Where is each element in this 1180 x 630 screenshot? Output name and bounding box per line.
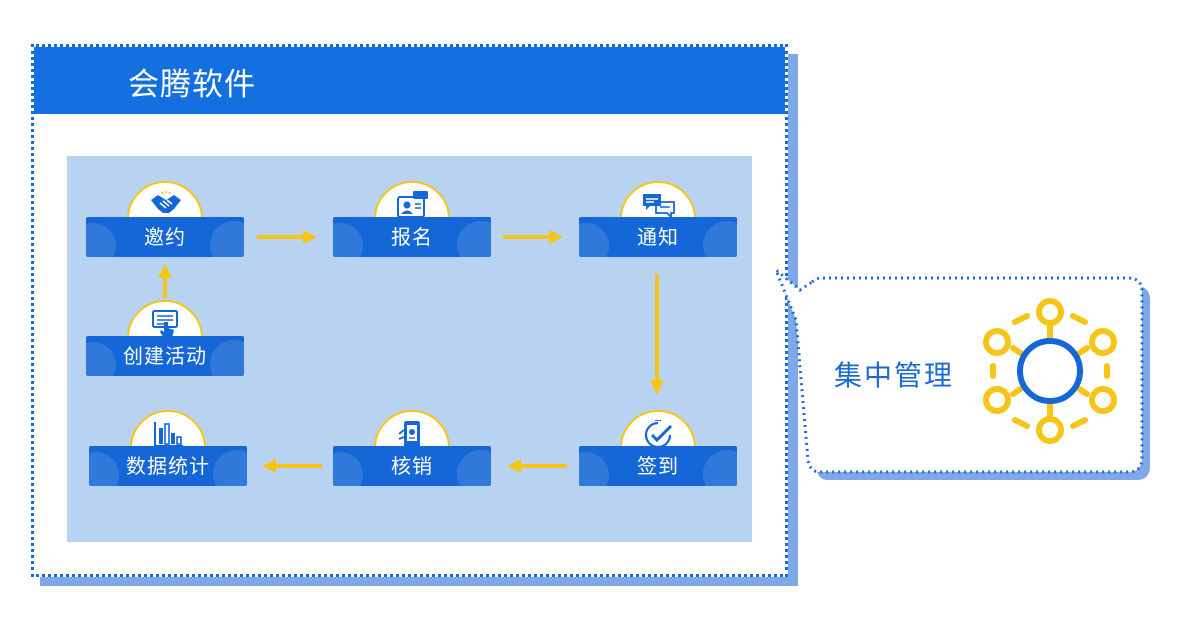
step-verify[interactable]: 核销 [333, 410, 491, 486]
step-stats[interactable]: 数据统计 [89, 410, 247, 486]
step-stats-bar: 数据统计 [89, 446, 247, 486]
step-register[interactable]: 报名 [333, 181, 491, 257]
arrow-invite-to-register [257, 230, 317, 244]
step-verify-bar: 核销 [333, 446, 491, 486]
chat-bubbles-icon [643, 194, 675, 219]
step-stats-label: 数据统计 [126, 454, 210, 478]
step-register-bar: 报名 [333, 217, 491, 257]
step-invite-bar: 邀约 [86, 217, 244, 257]
arrow-verify-to-stats [262, 459, 322, 473]
arrow-register-to-notify [503, 230, 563, 244]
step-signin[interactable]: 签到 [579, 410, 737, 486]
step-invite[interactable]: 邀约 [86, 181, 244, 257]
bar-chart-icon [154, 422, 183, 447]
profile-card-icon [397, 191, 428, 218]
arrow-notify-to-signin [650, 274, 664, 395]
callout-label: 集中管理 [834, 359, 955, 392]
step-create[interactable]: 创建活动 [86, 300, 244, 376]
arrow-signin-to-verify [507, 459, 567, 473]
step-notify-label: 通知 [637, 225, 679, 249]
arrow-create-to-invite [158, 264, 172, 298]
step-invite-label: 邀约 [144, 225, 186, 249]
step-notify-bar: 通知 [579, 217, 737, 257]
mobile-phone-icon [398, 421, 420, 448]
step-register-label: 报名 [391, 225, 433, 249]
check-badge-icon [644, 420, 673, 449]
main-header: 会腾软件 [34, 47, 785, 114]
step-verify-label: 核销 [391, 454, 433, 478]
touch-screen-icon [152, 310, 178, 338]
step-create-label: 创建活动 [123, 344, 207, 368]
step-create-bar: 创建活动 [86, 336, 244, 376]
handshake-icon [151, 191, 181, 213]
step-signin-label: 签到 [637, 454, 679, 478]
step-notify[interactable]: 通知 [579, 181, 737, 257]
network-hub-icon [983, 298, 1117, 444]
main-title: 会腾软件 [128, 67, 256, 103]
step-signin-bar: 签到 [579, 446, 737, 486]
